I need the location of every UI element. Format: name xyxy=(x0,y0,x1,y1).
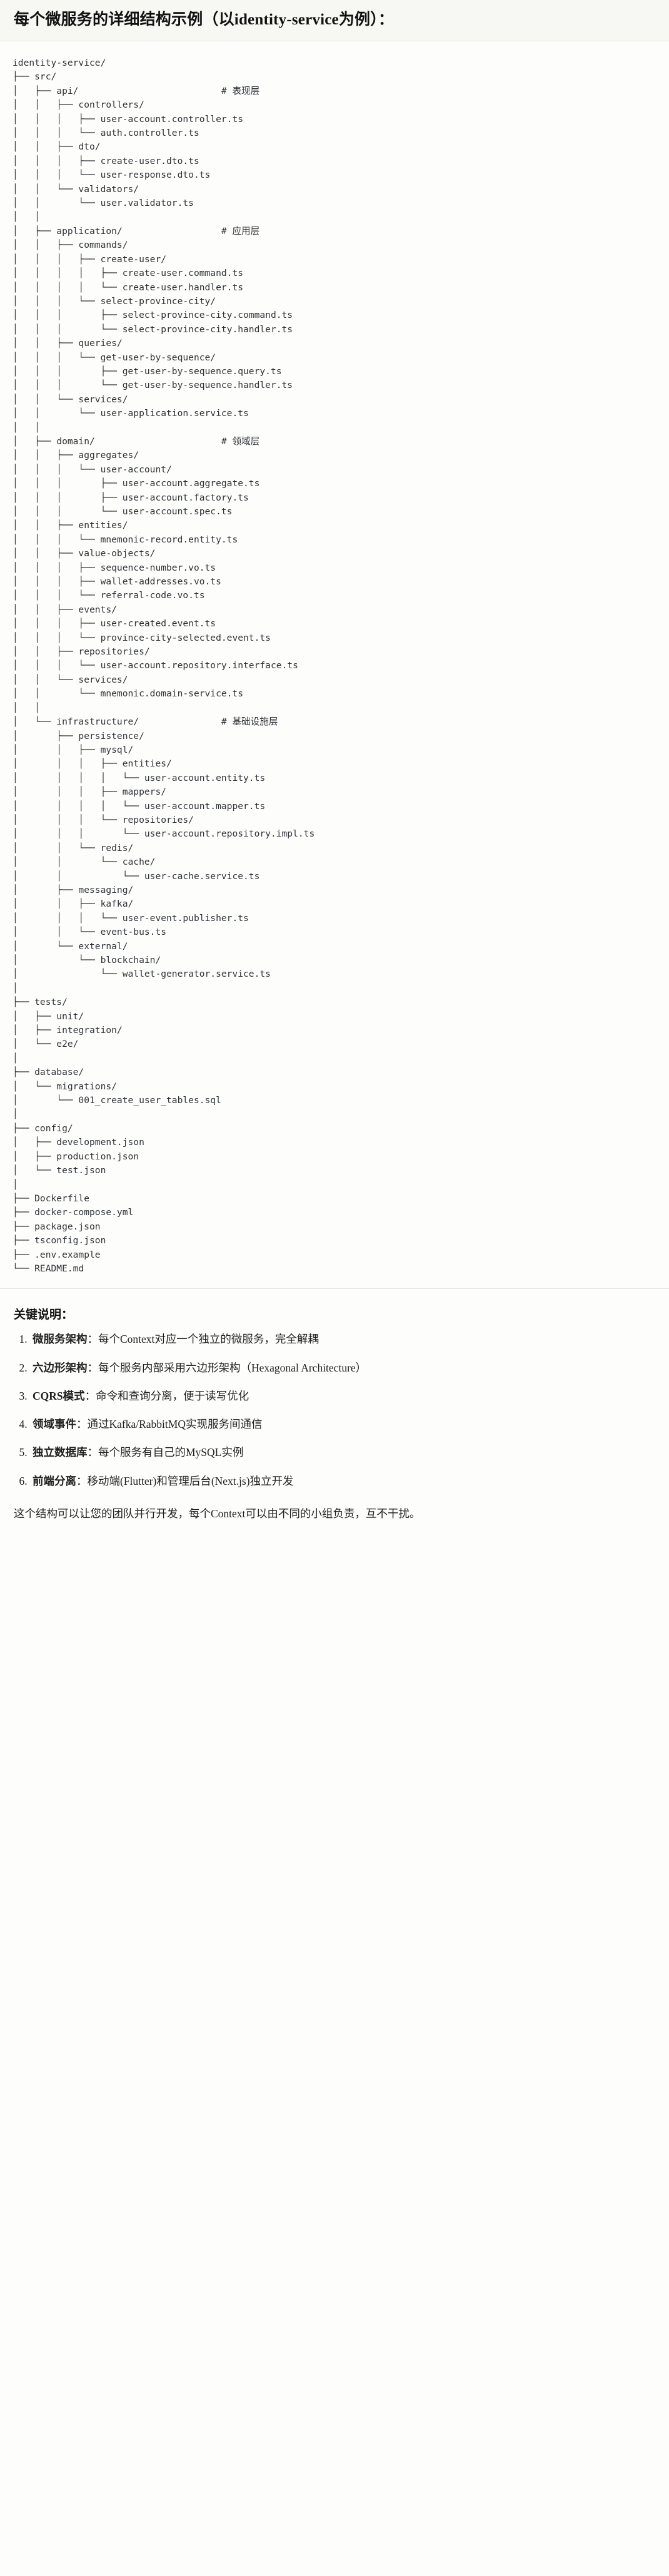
key-point-separator: ： xyxy=(87,1446,99,1459)
key-point-separator: ： xyxy=(76,1418,88,1431)
directory-tree-block: identity-service/ ├── src/ │ ├── api/ # … xyxy=(0,41,669,1289)
key-point-term: 微服务架构 xyxy=(33,1333,88,1346)
key-point-term: 六边形架构 xyxy=(33,1361,88,1374)
page-root: 每个微服务的详细结构示例（以identity-service为例）： ident… xyxy=(0,0,669,1539)
key-point-desc: 命令和查询分离，便于读写优化 xyxy=(96,1389,249,1402)
key-point-term: 独立数据库 xyxy=(33,1446,88,1459)
key-point-term: CQRS模式 xyxy=(33,1389,85,1402)
list-item: 微服务架构：每个Context对应一个独立的微服务，完全解耦 xyxy=(30,1331,655,1347)
key-points-section: 关键说明： 微服务架构：每个Context对应一个独立的微服务，完全解耦 六边形… xyxy=(0,1288,669,1495)
key-point-separator: ： xyxy=(84,1389,96,1402)
key-point-separator: ： xyxy=(87,1361,99,1374)
list-item: 六边形架构：每个服务内部采用六边形架构（Hexagonal Architectu… xyxy=(30,1360,655,1376)
key-point-desc: 每个服务有自己的MySQL实例 xyxy=(98,1446,244,1459)
list-item: 独立数据库：每个服务有自己的MySQL实例 xyxy=(30,1444,655,1460)
key-points-list: 微服务架构：每个Context对应一个独立的微服务，完全解耦 六边形架构：每个服… xyxy=(14,1331,655,1489)
key-point-separator: ： xyxy=(76,1474,88,1487)
list-item: 领域事件：通过Kafka/RabbitMQ实现服务间通信 xyxy=(30,1416,655,1432)
closing-note: 这个结构可以让您的团队并行开发，每个Context可以由不同的小组负责，互不干扰… xyxy=(14,1507,421,1520)
key-point-desc: 移动端(Flutter)和管理后台(Next.js)独立开发 xyxy=(87,1474,294,1487)
page-title: 每个微服务的详细结构示例（以identity-service为例）： xyxy=(14,11,395,28)
key-point-desc: 每个Context对应一个独立的微服务，完全解耦 xyxy=(98,1333,319,1346)
key-point-desc: 每个服务内部采用六边形架构（Hexagonal Architecture） xyxy=(98,1361,367,1374)
key-point-term: 前端分离 xyxy=(33,1474,76,1487)
page-header: 每个微服务的详细结构示例（以identity-service为例）： xyxy=(0,0,669,41)
list-item: 前端分离：移动端(Flutter)和管理后台(Next.js)独立开发 xyxy=(30,1473,655,1489)
key-points-heading: 关键说明： xyxy=(14,1308,74,1322)
key-point-desc: 通过Kafka/RabbitMQ实现服务间通信 xyxy=(87,1418,263,1431)
key-point-term: 领域事件 xyxy=(33,1418,76,1431)
list-item: CQRS模式：命令和查询分离，便于读写优化 xyxy=(30,1388,655,1404)
key-point-separator: ： xyxy=(87,1333,99,1346)
directory-tree: identity-service/ ├── src/ │ ├── api/ # … xyxy=(13,58,315,1274)
